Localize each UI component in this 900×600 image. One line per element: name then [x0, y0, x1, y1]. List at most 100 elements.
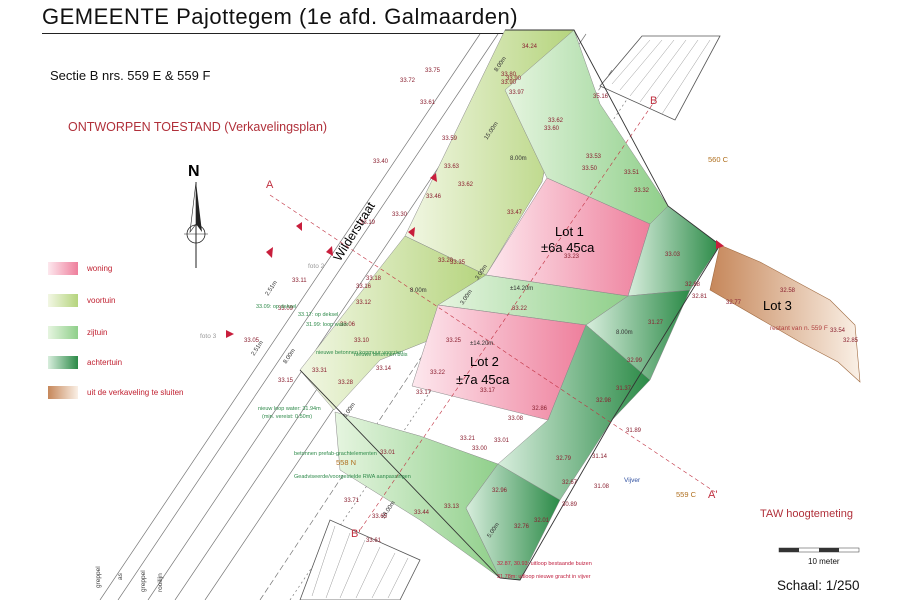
- spot-height: 33.51: [624, 170, 640, 176]
- legend-label: woning: [87, 264, 113, 273]
- plan-state-label: ONTWORPEN TOESTAND (Verkavelingsplan): [68, 120, 328, 134]
- spot-height: 33.03: [665, 252, 681, 258]
- spot-height: 33.00: [472, 446, 488, 452]
- spot-height: 33.32: [634, 188, 650, 194]
- spot-height: 33.19: [360, 220, 376, 226]
- spot-height: 33.13: [444, 504, 460, 510]
- legend-label: voortuin: [87, 296, 116, 305]
- spot-height: 33.28: [338, 380, 354, 386]
- title-rule: [42, 33, 527, 34]
- spot-height: 33.08: [508, 416, 524, 422]
- spot-height: 33.61: [366, 538, 382, 544]
- spot-height: 33.12: [356, 300, 372, 306]
- spot-height: 33.35: [450, 260, 466, 266]
- legend-swatch: [48, 326, 78, 339]
- building-b: [599, 35, 721, 121]
- note: 33.09: op deksel: [256, 304, 296, 310]
- spot-height: 33.62: [548, 118, 564, 124]
- section-label: Sectie B nrs. 559 E & 559 F: [50, 68, 211, 83]
- dim-label: ±14.20m: [510, 286, 533, 292]
- legend-label: zijtuin: [87, 328, 108, 337]
- spot-height: 33.10: [354, 338, 370, 344]
- vijver-label: Vijver: [624, 477, 641, 484]
- north-arrow: N: [184, 163, 208, 268]
- spot-height: 32.58: [780, 288, 796, 294]
- road-label-greppel: greppel: [95, 566, 102, 588]
- section-line-b: [359, 104, 653, 531]
- spot-height: 31.08: [594, 484, 610, 490]
- scale-text: Schaal: 1/250: [777, 578, 860, 593]
- spot-height: 33.44: [414, 510, 430, 516]
- spot-height: 32.98: [596, 398, 612, 404]
- spot-height: 33.54: [830, 328, 846, 334]
- spot-height: 33.59: [442, 136, 458, 142]
- spot-height: 33.63: [444, 164, 460, 170]
- lot1-name: Lot 1: [555, 224, 584, 239]
- spot-height: 33.21: [460, 436, 476, 442]
- lot3-area: [709, 244, 861, 383]
- dim-label: 8.00m: [410, 288, 427, 294]
- spot-height: 33.09: [278, 306, 294, 312]
- section-letter-b: B: [650, 95, 657, 107]
- section-letter-b2: B': [351, 528, 360, 540]
- spot-height: 33.23: [564, 254, 580, 260]
- lot2-name: Lot 2: [470, 354, 499, 369]
- dim-label: ±14.20m: [470, 341, 493, 347]
- spot-height: 33.17: [416, 390, 432, 396]
- foto3-label: foto 3: [200, 333, 217, 340]
- spot-height: 33.40: [373, 159, 389, 165]
- legend-label: achtertuin: [87, 358, 123, 367]
- spot-height: 33.18: [366, 276, 382, 282]
- dim-label: 8.00m: [616, 330, 633, 336]
- street-name: Wilderstraat: [331, 199, 378, 263]
- spot-height: 35.16: [593, 94, 609, 100]
- scale-bar: [778, 547, 860, 553]
- parcel-558n: 558 N: [336, 458, 356, 467]
- spot-height: 32.01: [534, 518, 550, 524]
- spot-height: 32.99: [627, 358, 643, 364]
- photo-arrow: [326, 246, 333, 256]
- lot2-area: ±7a 45ca: [456, 372, 510, 387]
- photo-arrow: [266, 247, 273, 258]
- spot-height: 33.46: [426, 194, 442, 200]
- page-title: GEMEENTE Pajottegem (1e afd. Galmaarden): [42, 4, 519, 29]
- spot-height: 33.22: [512, 306, 528, 312]
- spot-height: 32.88: [685, 282, 701, 288]
- spot-height: 33.05: [244, 338, 260, 344]
- spot-height: 33.97: [509, 90, 525, 96]
- achtertuin-lot1: [627, 205, 721, 297]
- lot3-note: restant van n. 559 F: [770, 325, 828, 332]
- spot-height: 32.76: [514, 524, 530, 530]
- spot-height: 33.72: [400, 78, 416, 84]
- spot-height: 33.06: [340, 322, 356, 328]
- section-line-a: [269, 194, 716, 493]
- spot-height: 33.90: [501, 80, 517, 86]
- spot-height: 32.77: [726, 300, 742, 306]
- spot-height: 33.60: [544, 126, 560, 132]
- spot-height: 32.79: [556, 456, 572, 462]
- spot-height: 33.15: [278, 378, 294, 384]
- scale-bar-label: 10 meter: [808, 557, 840, 566]
- spot-height: 33.80: [501, 72, 517, 78]
- photo-arrow: [430, 173, 437, 182]
- spot-height: 33.01: [380, 450, 396, 456]
- spot-height: 34.24: [522, 44, 538, 50]
- road-edge: [117, 33, 499, 600]
- legend-swatch: [48, 294, 78, 307]
- spot-height: 33.65: [372, 514, 388, 520]
- spot-height: 33.16: [356, 284, 372, 290]
- spot-height: 31.14: [592, 454, 608, 460]
- north-letter: N: [188, 163, 200, 180]
- note: nieuwe betonnen buis: [354, 352, 408, 358]
- note: Geadviseerde/voorgestelde RWA aanpassing…: [294, 474, 411, 480]
- photo-markers: [226, 173, 724, 338]
- spot-height: 33.01: [494, 438, 510, 444]
- parcel-559c: 559 C: [676, 490, 697, 499]
- note: (min. vereist: 0.50m): [262, 414, 312, 420]
- photo-arrow: [296, 222, 302, 231]
- spot-height: 31.27: [648, 320, 664, 326]
- note: 31.99: loop water: [306, 322, 348, 328]
- spot-height: 32.81: [692, 294, 708, 300]
- road-edge: [99, 33, 481, 600]
